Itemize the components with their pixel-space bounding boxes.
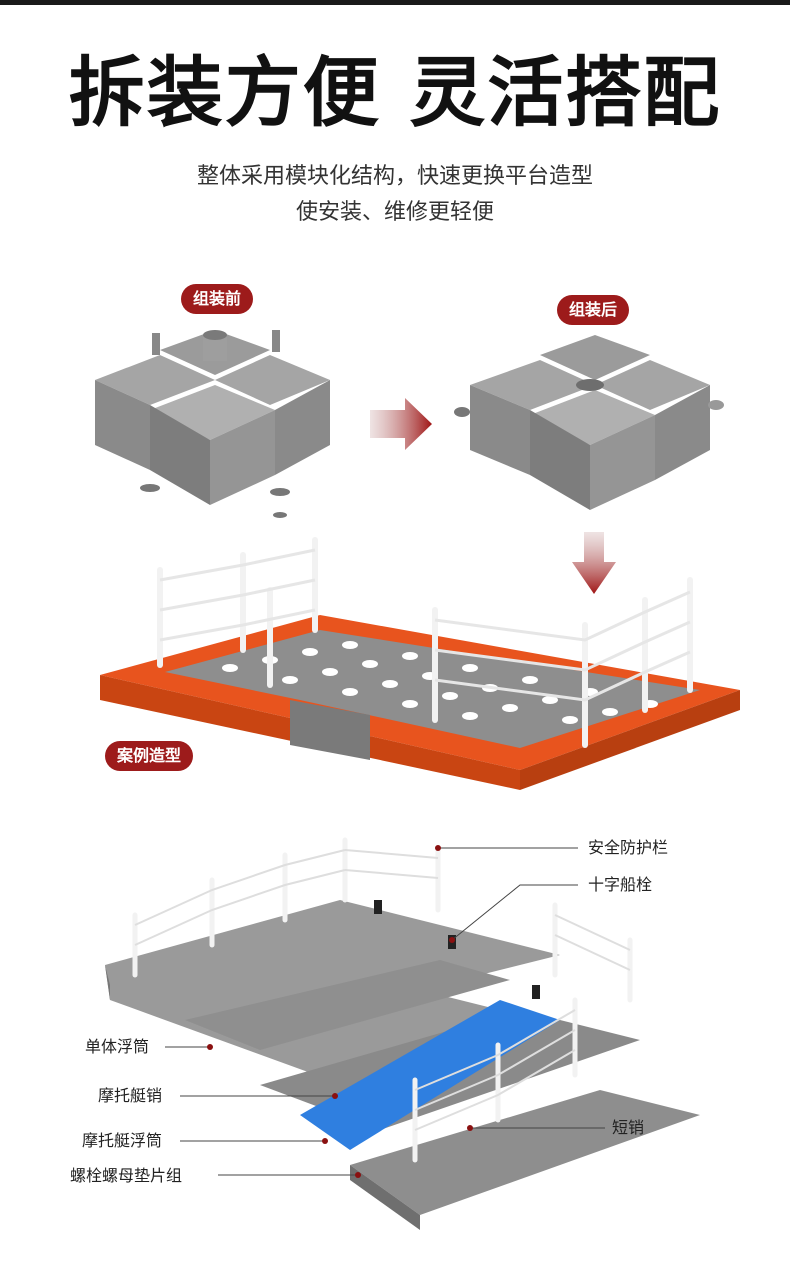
subtitle-line-1: 整体采用模块化结构，快速更换平台造型 [196, 164, 593, 189]
callout-railing: 安全防护栏 [588, 838, 669, 857]
callout-single-float: 单体浮筒 [85, 1037, 150, 1056]
module-after-assembly [454, 335, 724, 510]
parts-diagram [105, 837, 700, 1230]
top-border [0, 0, 790, 5]
callout-short-pin: 短销 [612, 1118, 645, 1137]
label-before-assembly: 组装前 [181, 284, 254, 314]
module-before-assembly [95, 330, 330, 518]
subtitle-line-2: 使安装、维修更轻便 [295, 200, 494, 225]
arrow-down-icon [572, 532, 616, 594]
callout-bolt-set: 螺栓螺母垫片组 [70, 1166, 183, 1185]
label-case-design: 案例造型 [105, 741, 194, 771]
page-title: 拆装方便 灵活搭配 [68, 48, 722, 137]
callout-cross-bollard: 十字船栓 [588, 875, 653, 894]
callout-moto-float: 摩托艇浮筒 [82, 1131, 163, 1150]
callout-moto-pin: 摩托艇销 [98, 1086, 163, 1105]
label-after-assembly: 组装后 [557, 295, 630, 325]
arrow-right-icon [370, 398, 432, 450]
case-platform [100, 537, 740, 790]
